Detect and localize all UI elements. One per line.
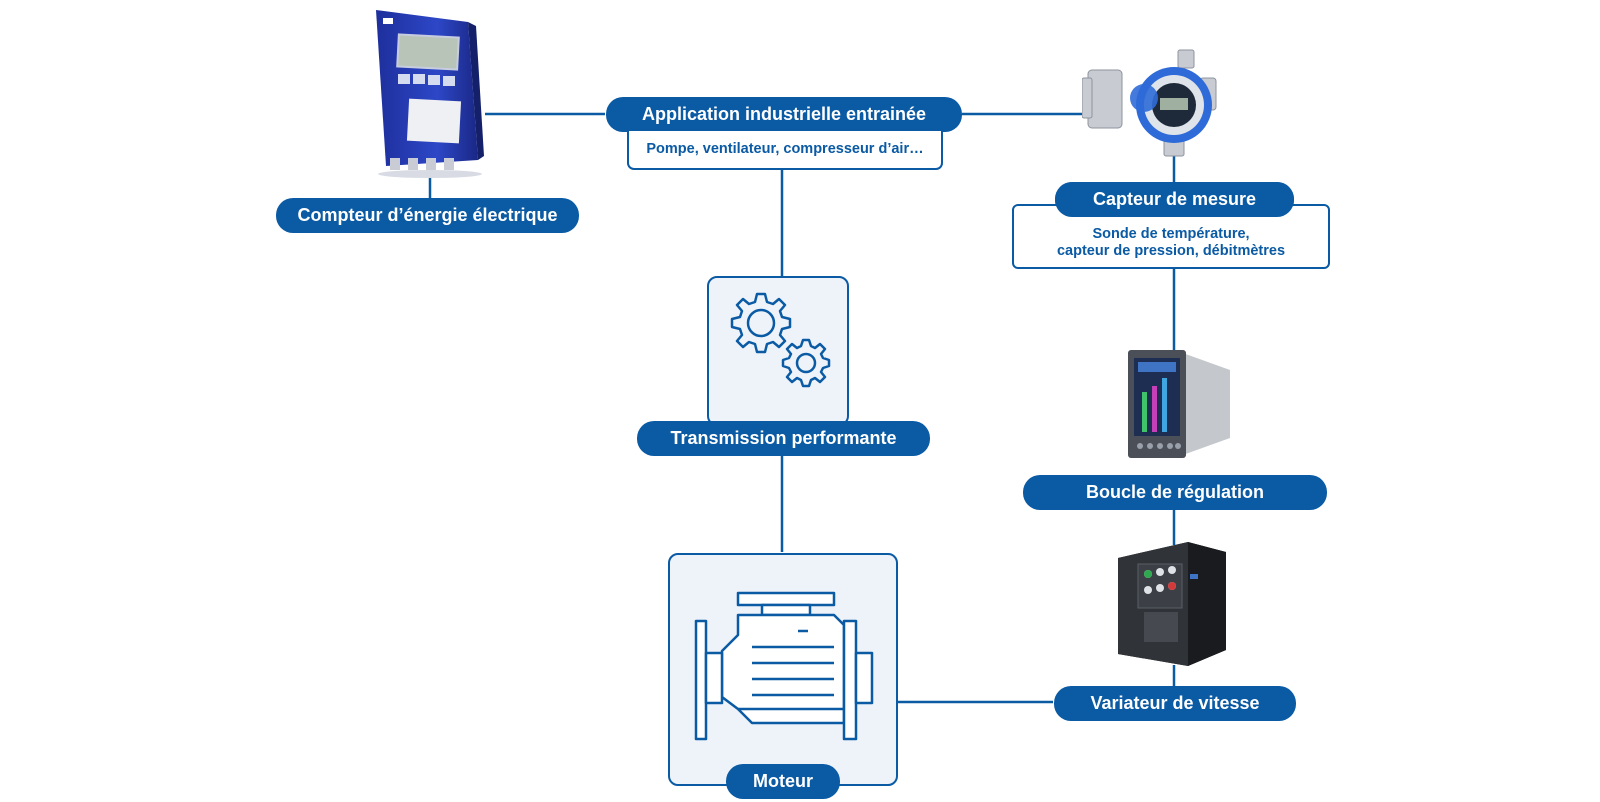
motor-icon bbox=[694, 591, 874, 741]
speed-drive-label: Variateur de vitesse bbox=[1054, 686, 1296, 721]
application-detail-text: Pompe, ventilateur, compresseur d’air… bbox=[646, 141, 924, 157]
pressure-sensor-image bbox=[1082, 49, 1217, 157]
controller-image bbox=[1128, 350, 1230, 458]
gears-icon bbox=[730, 292, 831, 388]
application-title: Application industrielle entrainée bbox=[606, 97, 962, 132]
application-detail: Pompe, ventilateur, compresseur d’air… bbox=[627, 131, 943, 170]
motor-label: Moteur bbox=[726, 764, 840, 799]
speed-drive-image bbox=[1118, 542, 1226, 666]
motor-card bbox=[668, 553, 898, 786]
transmission-label: Transmission performante bbox=[637, 421, 930, 456]
control-loop-label: Boucle de régulation bbox=[1023, 475, 1327, 510]
transmission-card bbox=[707, 276, 849, 426]
sensor-detail-line-1: Sonde de température, bbox=[1092, 225, 1250, 242]
sensor-title-overlay: Capteur de mesure bbox=[1055, 182, 1294, 217]
energy-meter-label: Compteur d’énergie électrique bbox=[276, 198, 579, 233]
sensor-detail-line-2: capteur de pression, débitmètres bbox=[1056, 242, 1286, 259]
energy-meter-image bbox=[376, 10, 484, 178]
